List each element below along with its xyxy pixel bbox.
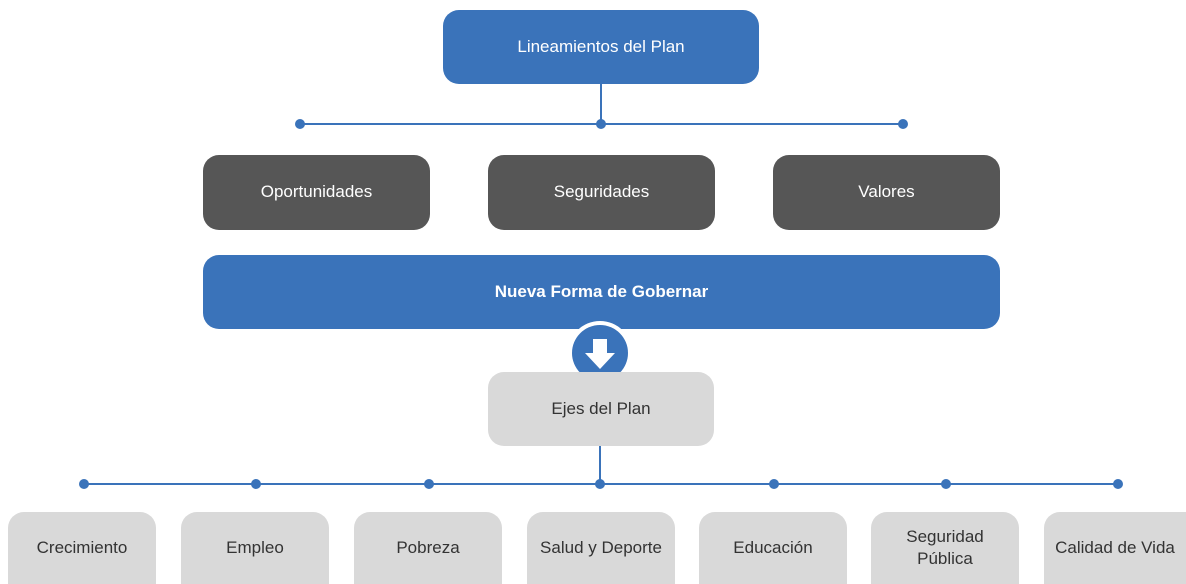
axis-crecimiento: Crecimiento [8,512,156,584]
axis-label: Empleo [226,537,284,557]
pillar-seguridades: Seguridades [488,155,715,230]
ejes-box: Ejes del Plan [488,372,714,446]
connector-dot [295,119,305,129]
pillar-label: Seguridades [553,182,650,202]
nueva-forma-band: Nueva Forma de Gobernar [203,255,1000,329]
connector-dot [769,479,779,489]
connector-dot [1113,479,1123,489]
axis-seguridad-publica: Seguridad Pública [871,512,1019,584]
axis-pobreza: Pobreza [354,512,502,584]
pillar-label: Valores [858,182,915,202]
axis-label: Seguridad Pública [906,526,984,568]
connector-dot [251,479,261,489]
pillar-label: Oportunidades [260,182,373,202]
axis-educacion: Educación [699,512,847,584]
axis-label: Salud y Deporte [540,537,662,557]
pillar-oportunidades: Oportunidades [203,155,430,230]
connector-dot [898,119,908,129]
connector-dot [596,119,606,129]
axis-label: Educación [733,537,813,557]
connector-dot [79,479,89,489]
ejes-label: Ejes del Plan [551,398,651,418]
connector-dot [424,479,434,489]
axis-empleo: Empleo [181,512,329,584]
axis-label: Pobreza [396,537,460,557]
lineamientos-label: Lineamientos del Plan [517,36,685,56]
axis-label: Calidad de Vida [1055,537,1175,557]
lineamientos-box: Lineamientos del Plan [443,10,759,84]
connector-dot [941,479,951,489]
axis-label: Crecimiento [36,537,128,557]
pillar-valores: Valores [773,155,1000,230]
band-label: Nueva Forma de Gobernar [494,281,709,301]
axis-salud-deporte: Salud y Deporte [527,512,675,584]
connector-dot [595,479,605,489]
axis-calidad-vida: Calidad de Vida [1044,512,1186,584]
